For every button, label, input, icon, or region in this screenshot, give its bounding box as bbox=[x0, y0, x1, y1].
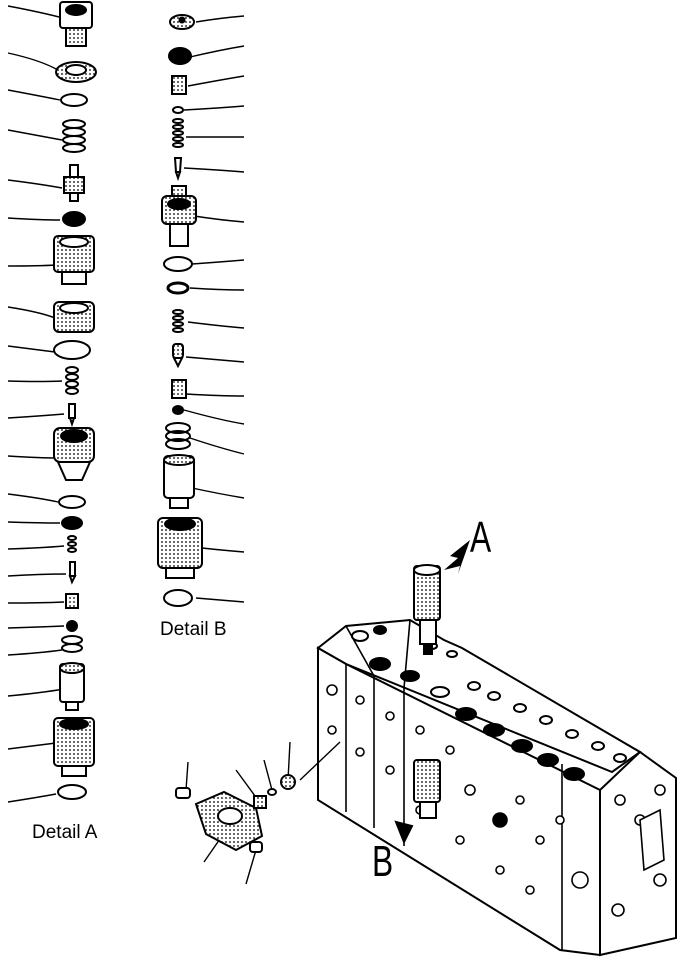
part-washer bbox=[280, 774, 296, 790]
part-o-ring bbox=[163, 589, 193, 607]
part-sleeve bbox=[53, 235, 95, 285]
part-cap bbox=[169, 14, 195, 30]
part-o-ring bbox=[57, 784, 87, 800]
part-o-ring bbox=[172, 106, 184, 114]
valve-end-bracket bbox=[639, 808, 665, 872]
detail-b-parts bbox=[157, 14, 245, 607]
detail-a-parts bbox=[7, 1, 97, 803]
part-ball bbox=[172, 405, 184, 415]
part-o-ring bbox=[53, 340, 91, 360]
part-o-ring bbox=[163, 256, 193, 272]
part-poppet bbox=[63, 164, 85, 202]
part-plug bbox=[253, 795, 267, 809]
detail-a-leader-lines bbox=[7, 5, 67, 803]
part-nut bbox=[55, 61, 97, 83]
part-plug bbox=[171, 379, 187, 399]
part-o-ring bbox=[166, 281, 190, 295]
side-cap-assembly bbox=[175, 741, 341, 885]
detail-a-label: Detail A bbox=[32, 822, 98, 843]
control-valve-block bbox=[316, 564, 677, 957]
spool-assembly-a bbox=[413, 564, 441, 655]
part-spring bbox=[165, 422, 191, 450]
spool-assembly-b bbox=[394, 759, 441, 845]
detail-b-leader-lines bbox=[183, 15, 245, 603]
part-plug bbox=[171, 75, 187, 95]
valve-end-face bbox=[599, 750, 677, 957]
part-pin bbox=[68, 403, 76, 428]
part-spring bbox=[67, 535, 77, 553]
part-spring bbox=[172, 309, 184, 333]
part-piston bbox=[59, 662, 85, 711]
part-washer bbox=[168, 47, 192, 65]
part-spring bbox=[172, 118, 184, 148]
part-cap bbox=[59, 1, 93, 47]
part-spring bbox=[62, 119, 86, 153]
part-o-ring bbox=[267, 788, 277, 796]
view-label-b: B bbox=[372, 837, 393, 886]
part-o-ring bbox=[58, 495, 86, 509]
part-poppet bbox=[172, 343, 184, 369]
part-plug bbox=[65, 593, 79, 609]
part-bolt bbox=[249, 841, 263, 853]
part-valve-body bbox=[161, 185, 197, 247]
part-seat bbox=[157, 517, 203, 579]
valve-ports bbox=[351, 625, 627, 781]
part-seat bbox=[53, 717, 95, 777]
part-washer bbox=[62, 211, 86, 227]
part-washer bbox=[61, 516, 83, 530]
detail-b-label: Detail B bbox=[160, 619, 227, 640]
part-pin bbox=[173, 157, 183, 182]
valve-front-holes bbox=[326, 684, 667, 917]
valve-top-face bbox=[316, 618, 642, 774]
part-spring bbox=[61, 635, 83, 653]
view-arrow-a bbox=[444, 540, 470, 574]
part-ball bbox=[66, 620, 78, 632]
part-lock-nut bbox=[53, 301, 95, 333]
part-pin bbox=[68, 561, 77, 585]
part-spring bbox=[65, 366, 79, 395]
part-bolt bbox=[175, 787, 191, 799]
part-piston bbox=[163, 454, 195, 509]
view-label-a: A bbox=[470, 513, 491, 562]
part-valve-body bbox=[53, 427, 95, 481]
part-o-ring bbox=[60, 93, 88, 107]
